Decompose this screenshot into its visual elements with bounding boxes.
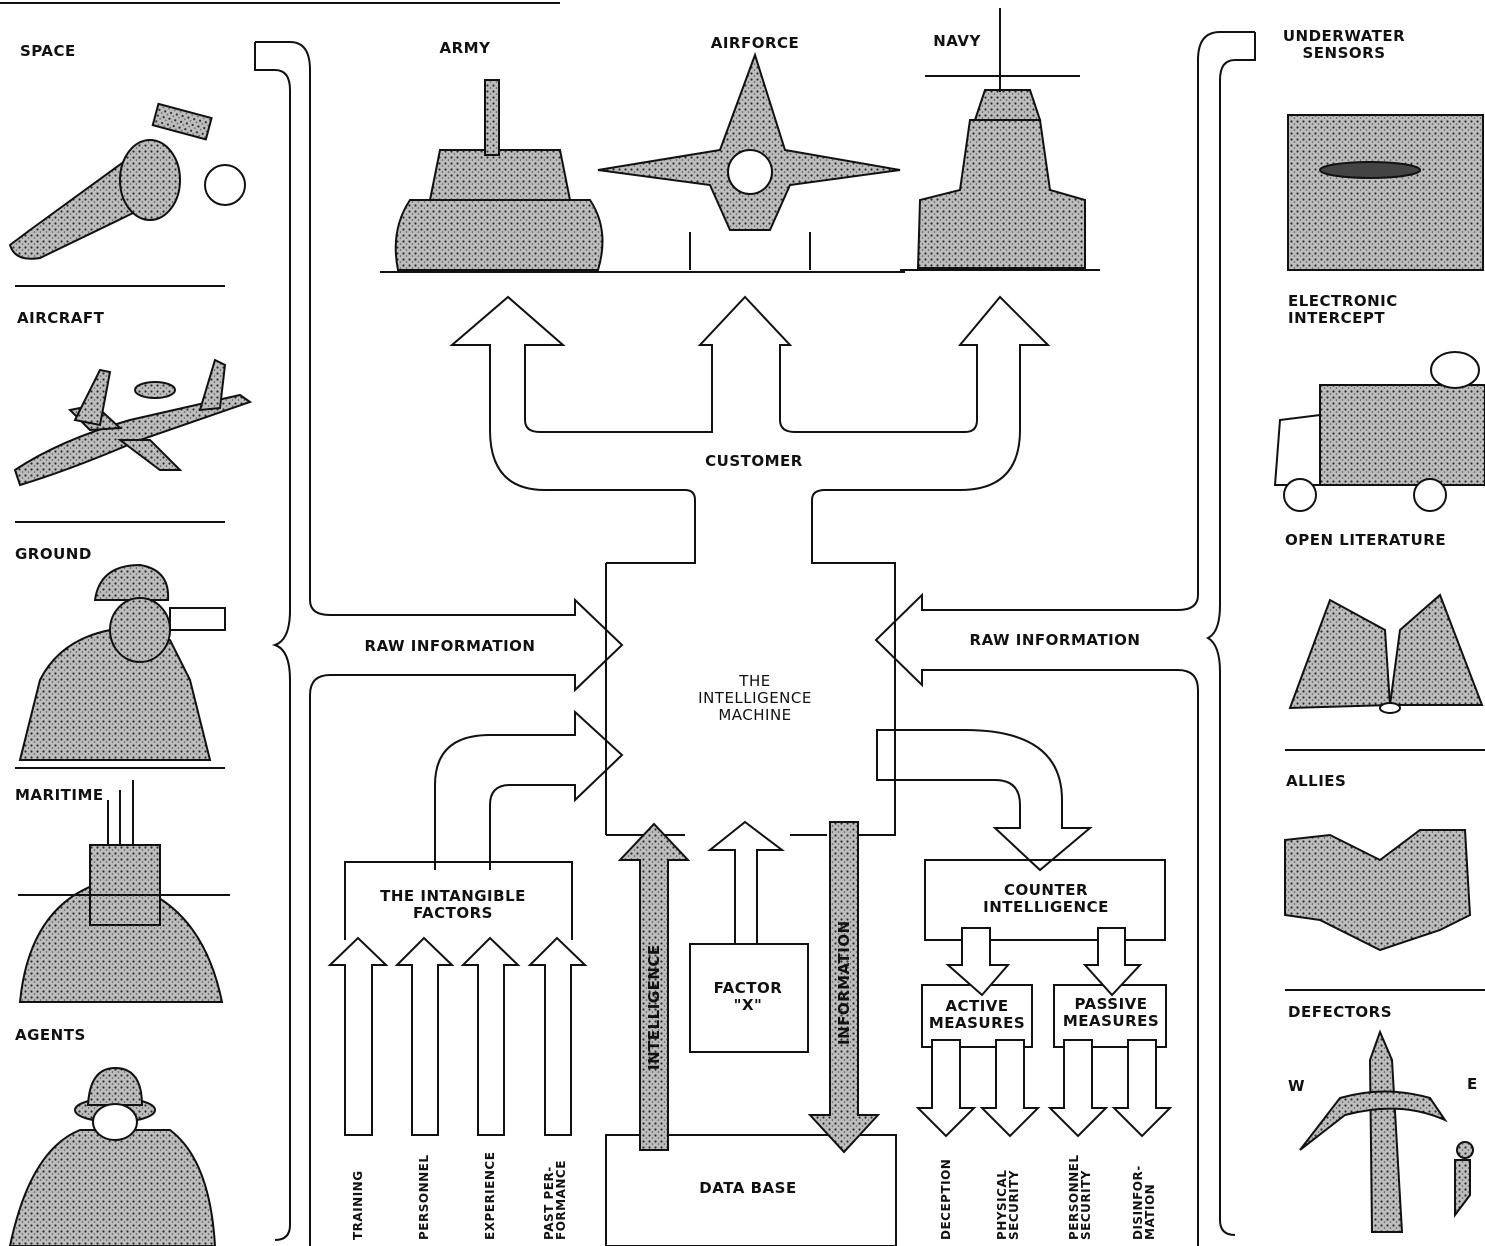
source-label-agents: AGENTS: [15, 1027, 86, 1044]
east-label: E: [1467, 1076, 1478, 1093]
counter-intelligence-label: COUNTER INTELLIGENCE: [983, 882, 1109, 916]
deception-arrow: [918, 1040, 974, 1136]
intangibles-arrow: [435, 712, 622, 870]
customer-label-army: ARMY: [440, 40, 491, 57]
agent-icon: [10, 1068, 215, 1246]
information-label: INFORMATION: [835, 920, 853, 1045]
awacs-aircraft-icon: [15, 360, 250, 485]
left-brace: [255, 42, 290, 1240]
source-label-space: SPACE: [20, 43, 76, 60]
open-book-icon: [1290, 595, 1482, 713]
measure-physical-security: PHYSICAL SECURITY: [996, 1170, 1020, 1240]
tank-icon: [380, 80, 610, 272]
physical-security-arrow: [982, 1040, 1038, 1136]
intangible-training: TRAINING: [352, 1170, 364, 1240]
source-label-ground: GROUND: [15, 546, 92, 563]
measure-deception: DECEPTION: [940, 1159, 952, 1240]
defector-signpost-icon: [1300, 1032, 1473, 1232]
raw-information-right-label: RAW INFORMATION: [970, 632, 1141, 649]
intangible-experience: EXPERIENCE: [484, 1152, 496, 1240]
customer-arrow: [452, 297, 1048, 548]
experience-arrow: [463, 938, 518, 1135]
personnel-arrow: [397, 938, 452, 1135]
intelligence-label: INTELLIGENCE: [645, 944, 663, 1070]
soldier-binoculars-icon: [20, 565, 225, 760]
customer-label-airforce: AIRFORCE: [711, 35, 800, 52]
source-label-open-literature: OPEN LITERATURE: [1285, 532, 1446, 549]
underwater-sensor-icon: [1288, 115, 1483, 270]
source-label-underwater-sensors: UNDERWATER SENSORS: [1283, 28, 1405, 62]
fighter-jet-icon: [595, 55, 905, 272]
source-label-defectors: DEFECTORS: [1288, 1004, 1392, 1021]
past-performance-arrow: [530, 938, 585, 1135]
submarine-icon: [18, 780, 230, 1002]
customer-label: CUSTOMER: [705, 453, 803, 470]
passive-measures-label: PASSIVE MEASURES: [1063, 996, 1159, 1030]
radar-truck-icon: [1275, 352, 1485, 511]
intangible-past-performance: PAST PER- FORMANCE: [543, 1160, 567, 1240]
west-label: W: [1288, 1078, 1305, 1095]
handshake-icon: [1285, 830, 1470, 950]
source-label-allies: ALLIES: [1286, 773, 1346, 790]
source-label-maritime: MARITIME: [15, 787, 104, 804]
active-measures-label: ACTIVE MEASURES: [929, 998, 1025, 1032]
intelligence-machine-label: THE INTELLIGENCE MACHINE: [698, 673, 812, 724]
factor-x-label: FACTOR "X": [714, 980, 783, 1014]
battleship-icon: [900, 8, 1100, 270]
training-arrow: [330, 938, 386, 1135]
measure-disinformation: DISINFOR- MATION: [1132, 1165, 1156, 1240]
counter-intelligence-arrow: [877, 730, 1090, 870]
source-label-aircraft: AIRCRAFT: [17, 310, 104, 327]
satellite-icon: [10, 104, 245, 259]
measure-personnel-security: PERSONNEL SECURITY: [1068, 1154, 1092, 1240]
factor-x-arrow: [710, 822, 782, 944]
disinformation-arrow: [1114, 1040, 1170, 1136]
intangible-personnel: PERSONNEL: [418, 1154, 430, 1240]
customer-label-navy: NAVY: [933, 33, 981, 50]
source-label-electronic-intercept: ELECTRONIC INTERCEPT: [1288, 293, 1398, 327]
data-base-label: DATA BASE: [699, 1180, 796, 1197]
intangible-factors-label: THE INTANGIBLE FACTORS: [380, 888, 526, 922]
raw-information-left-label: RAW INFORMATION: [365, 638, 536, 655]
right-brace: [1208, 32, 1255, 1235]
personnel-security-arrow: [1050, 1040, 1106, 1136]
